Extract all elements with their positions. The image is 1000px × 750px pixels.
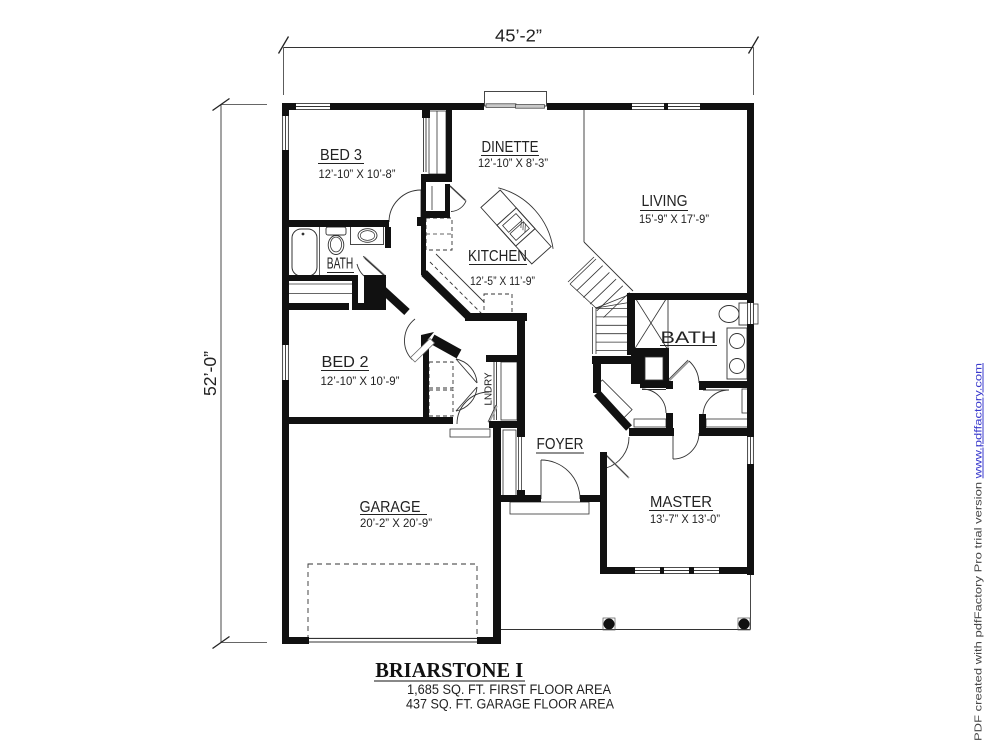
svg-text:45’-2”: 45’-2” (495, 26, 542, 46)
svg-text:LIVING: LIVING (642, 193, 688, 210)
svg-text:12’-10” X 10’-8”: 12’-10” X 10’-8” (319, 167, 396, 181)
svg-text:LNDRY: LNDRY (483, 373, 495, 406)
svg-text:GARAGE: GARAGE (360, 499, 421, 516)
svg-text:13’-7” X 13’-0”: 13’-7” X 13’-0” (650, 512, 720, 526)
svg-text:PDF created with pdfFactory Pr: PDF created with pdfFactory Pro trial ve… (974, 363, 985, 741)
svg-text:12’-5” X 11’-9”: 12’-5” X 11’-9” (470, 274, 535, 288)
svg-text:BRIARSTONE I: BRIARSTONE I (375, 658, 523, 682)
svg-text:437 SQ. FT. GARAGE FLOOR: 437 SQ. FT. GARAGE FLOOR AREA (406, 697, 614, 712)
svg-text:FOYER: FOYER (537, 436, 584, 453)
svg-text:1,685 SQ. FT. FIRST FLOOR: 1,685 SQ. FT. FIRST FLOOR AREA (407, 682, 611, 697)
svg-text:BED 3: BED 3 (320, 147, 362, 164)
svg-text:15’-9” X 17’-9”: 15’-9” X 17’-9” (639, 212, 709, 226)
svg-text:12’-10” X 10’-9”: 12’-10” X 10’-9” (321, 374, 400, 388)
svg-text:MASTER: MASTER (650, 494, 712, 511)
svg-text:BATH: BATH (661, 328, 717, 347)
svg-text:DINETTE: DINETTE (482, 139, 539, 156)
svg-text:BATH: BATH (327, 256, 354, 273)
svg-text:20’-2” X 20’-9”: 20’-2” X 20’-9” (360, 516, 432, 530)
svg-text:52’-0”: 52’-0” (200, 351, 220, 396)
svg-text:BED 2: BED 2 (322, 354, 369, 371)
svg-text:KITCHEN: KITCHEN (468, 248, 527, 265)
svg-text:12’-10” X 8’-3”: 12’-10” X 8’-3” (478, 156, 548, 170)
